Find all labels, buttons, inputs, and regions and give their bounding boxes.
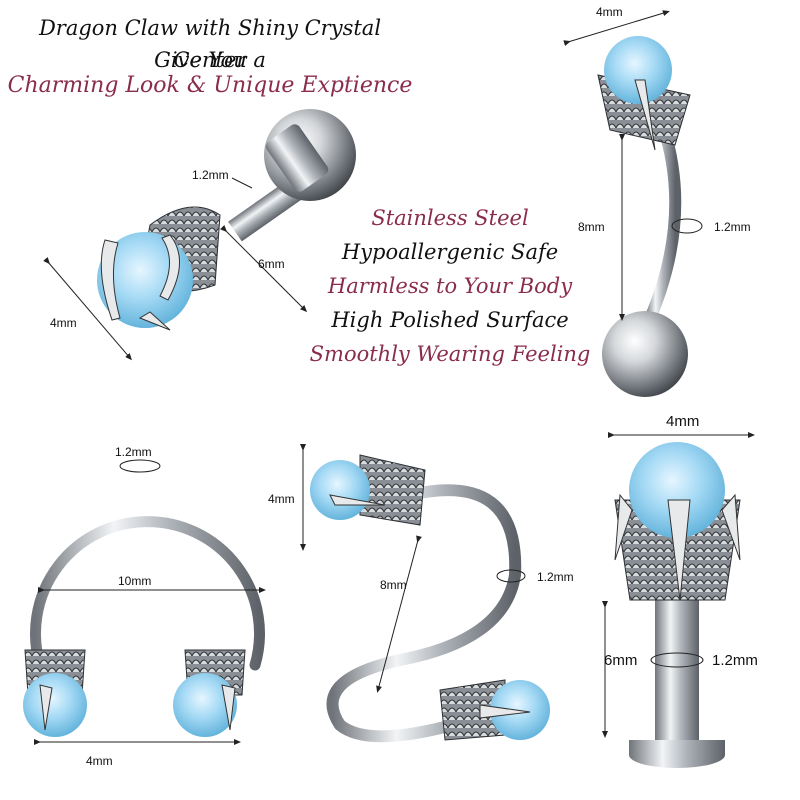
headline-line-1: Dragon Claw with Shiny Crystal Center [38,16,382,72]
feature-smooth-wearing: Smoothly Wearing Feeling [309,342,591,366]
labret-ball-label: 4mm [666,413,700,430]
claw-setting [597,36,691,151]
spiral-twist [310,454,550,743]
claw-setting [97,206,221,331]
claw-setting [23,649,87,737]
claw-setting [439,679,550,741]
headline-line-3: Charming Look & Unique Exptience [7,73,413,98]
barbell-gauge-label: 1.2mm [192,168,229,182]
barbell-with-claw [97,109,356,331]
feature-hypoallergenic: Hypoallergenic Safe [341,240,559,264]
barbell-ball-label: 4mm [50,316,77,330]
curved-gauge-label: 1.2mm [714,220,751,234]
horseshoe-gauge-label: 1.2mm [115,445,152,459]
curved-barbell [597,36,691,397]
feature-polished: High Polished Surface [331,308,569,332]
claw-setting [310,454,426,526]
horseshoe-ring [23,516,265,737]
horseshoe-diameter-label: 10mm [118,574,152,588]
labret-gauge-label: 1.2mm [712,652,758,669]
labret-length-label: 6mm [604,652,638,669]
feature-harmless: Harmless to Your Body [327,274,573,298]
spiral-gauge-label: 1.2mm [537,570,574,584]
curved-ball-label: 4mm [596,5,623,19]
spiral-length-label: 8mm [380,578,407,592]
headline-line-2: Give You a [154,48,266,72]
dimension-lines [34,10,755,745]
barbell-length-label: 6mm [258,257,285,271]
spiral-ball-label: 4mm [268,492,295,506]
claw-setting [614,442,741,601]
curved-length-label: 8mm [578,220,605,234]
labret-stud [614,442,741,768]
claw-setting [173,649,246,737]
feature-stainless-steel: Stainless Steel [371,206,529,230]
horseshoe-ball-label: 4mm [86,754,113,768]
